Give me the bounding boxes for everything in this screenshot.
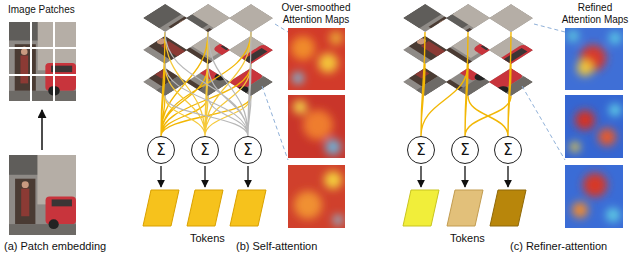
sum-arrows — [161, 166, 248, 187]
label: Tokens — [450, 232, 485, 244]
sum-arrows — [421, 166, 508, 187]
label: Over-smoothed Attention Maps — [280, 2, 352, 26]
label: (b) Self-attention — [236, 240, 317, 252]
sum-symbol: Σ — [416, 143, 425, 158]
token-squares — [143, 190, 266, 226]
sum-symbol: Σ — [503, 143, 512, 158]
dashed-leaders — [262, 24, 288, 160]
caption-text: (b) Self-attention — [236, 240, 317, 252]
label: Refined Attention Maps — [559, 2, 631, 26]
over-smoothed-maps — [288, 28, 345, 228]
sum-symbol: Σ — [460, 143, 469, 158]
label: (c) Refiner-attention — [510, 240, 607, 252]
sum-circle: Σ — [451, 136, 479, 164]
caption-text: (c) Refiner-attention — [510, 240, 607, 252]
attention-links — [161, 32, 251, 136]
sum-circle: Σ — [147, 136, 175, 164]
sum-symbol: Σ — [156, 143, 165, 158]
refined-maps — [565, 28, 623, 228]
caption-text: Refined Attention Maps — [562, 2, 629, 25]
caption-text: Image Patches — [8, 4, 75, 15]
attention-links — [421, 32, 511, 136]
input-image — [9, 155, 76, 235]
sum-circle: Σ — [494, 136, 522, 164]
label: Tokens — [190, 232, 225, 244]
sum-circle: Σ — [234, 136, 262, 164]
token-squares — [403, 190, 526, 226]
caption-text: Over-smoothed Attention Maps — [282, 2, 351, 25]
up-arrow — [41, 110, 43, 150]
caption-text: (a) Patch embedding — [4, 240, 106, 252]
image-patches — [9, 22, 76, 101]
sum-symbol: Σ — [243, 143, 252, 158]
caption-text: Tokens — [190, 232, 225, 244]
label: Image Patches — [8, 4, 75, 16]
caption-text: Tokens — [450, 232, 485, 244]
dashed-leaders — [522, 24, 565, 160]
label: (a) Patch embedding — [4, 240, 106, 252]
sum-circle: Σ — [191, 136, 219, 164]
sum-symbol: Σ — [200, 143, 209, 158]
sum-circle: Σ — [407, 136, 435, 164]
